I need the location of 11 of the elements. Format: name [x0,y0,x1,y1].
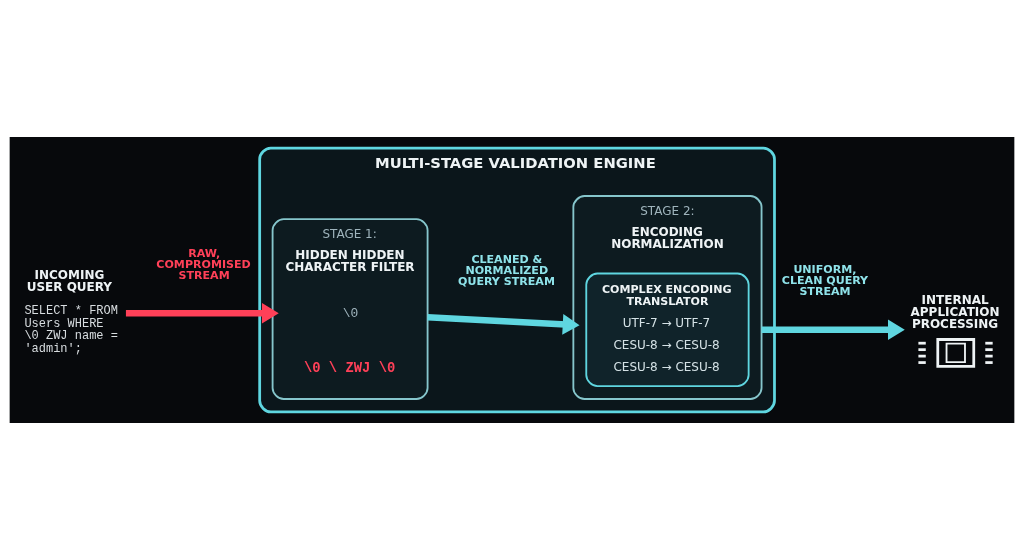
edge-label: CLEANED & NORMALIZED QUERY STREAM [458,252,555,288]
node-label: INTERNAL APPLICATION PROCESSING [910,292,1000,331]
edge-label: UNIFORM, CLEAN QUERY STREAM [781,262,869,298]
node-text: \0 [342,305,359,321]
node-text: INCOMING USER QUERY SELECT * FROM Users WHERE \0 ZWJ name = 'admin'; [24,267,118,356]
arrow [761,319,905,340]
node-box: COMPLEX ENCODING TRANSLATOR UTF-7 → UTF-7 CESU-8 → CESU-8 CESU-8 → CESU-8 [585,272,750,387]
arrow [427,313,580,335]
arrow [125,302,279,323]
edge-label: RAW, COMPROMISED STREAM [156,246,251,282]
node-text: \0 \ ZWJ \0 [303,359,396,376]
